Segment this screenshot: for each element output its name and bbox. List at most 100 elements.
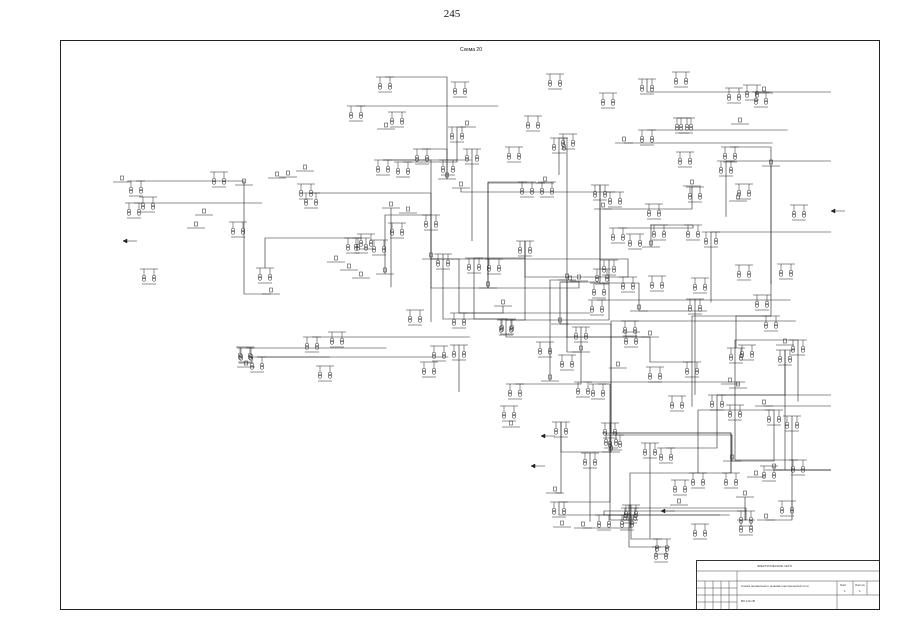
transformer-winding <box>449 132 455 138</box>
transformer-winding <box>599 305 605 311</box>
transformer-winding <box>619 523 625 528</box>
transformer-winding <box>617 443 623 448</box>
transformer-winding <box>387 85 393 90</box>
transformer-winding <box>569 360 575 366</box>
transformer-winding <box>620 285 626 290</box>
transformer-winding <box>748 528 754 533</box>
transformer-winding <box>663 555 669 560</box>
transformer-winding <box>610 233 616 239</box>
transformer-winding <box>677 160 683 165</box>
arrow-icon <box>660 508 666 514</box>
transformer-winding <box>525 121 531 127</box>
transformer-winding <box>547 82 553 87</box>
transformer-winding <box>600 101 606 106</box>
breaker <box>743 490 747 496</box>
transformer-winding <box>561 510 567 515</box>
transformer-winding <box>405 167 411 173</box>
wire <box>566 280 581 353</box>
transformer-winding <box>389 228 395 234</box>
transformer-winding <box>604 277 610 282</box>
transformer-winding <box>723 481 729 486</box>
wire <box>766 416 793 521</box>
transformer-winding <box>661 233 667 238</box>
transformer-winding <box>622 326 628 332</box>
drawing-sheet: Схема 20 ЭЛЕКТРИЧЕСКИЕ СЕТИ Сх <box>60 40 880 610</box>
transformer-winding <box>267 276 273 281</box>
transformer-winding <box>407 318 413 323</box>
transformer-winding <box>697 304 703 310</box>
transformer-winding <box>517 246 523 252</box>
transformer-winding <box>414 157 420 162</box>
transformer-winding <box>421 367 427 373</box>
transformer-winding <box>739 350 745 356</box>
transformer-winding <box>639 84 645 90</box>
transformer-winding <box>462 90 468 95</box>
transformer-winding <box>779 509 785 514</box>
transformer-winding <box>672 485 678 491</box>
transformer-winding <box>659 281 665 287</box>
transformer-winding <box>632 516 638 521</box>
transformer-winding <box>461 353 467 358</box>
transformer-winding <box>509 324 515 330</box>
transformer-winding <box>736 189 742 195</box>
transformer-winding <box>657 372 663 378</box>
transformer-winding <box>713 237 719 243</box>
transformer-winding <box>506 155 512 160</box>
transformer-winding <box>677 157 683 163</box>
breaker <box>783 338 787 344</box>
transformer-winding <box>613 438 619 444</box>
breaker <box>269 287 273 293</box>
transformer-winding <box>590 392 596 397</box>
breaker <box>429 252 433 258</box>
transformer-winding <box>622 513 628 519</box>
transformer-winding <box>664 547 670 552</box>
breaker <box>347 263 351 269</box>
transformer-winding <box>570 142 576 147</box>
breaker <box>202 208 206 214</box>
transformer-winding <box>445 262 451 267</box>
transformer-winding <box>761 474 767 479</box>
transformer-winding <box>647 375 653 380</box>
transformer-winding <box>732 152 738 158</box>
transformer-winding <box>247 352 253 358</box>
transformer-winding <box>709 403 715 408</box>
transformer-winding <box>771 471 777 477</box>
transformer-winding <box>736 93 742 99</box>
transformer-winding <box>136 208 142 214</box>
transformer-winding <box>363 246 369 251</box>
transformer-winding <box>602 431 608 436</box>
transformer-winding <box>694 370 700 375</box>
wire <box>599 282 640 311</box>
transformer-winding <box>606 520 612 526</box>
wire <box>506 260 610 321</box>
transformer-winding <box>713 240 719 245</box>
transformer-winding <box>151 274 157 280</box>
transformer-winding <box>583 335 589 340</box>
transformer-winding <box>501 411 507 417</box>
transformer-winding <box>657 375 663 380</box>
transformer-winding <box>385 165 391 171</box>
transformer-winding <box>763 100 769 105</box>
transformer-winding <box>690 481 696 486</box>
transformer-winding <box>653 552 659 558</box>
transformer-winding <box>547 347 553 353</box>
transformer-winding <box>431 354 437 359</box>
transformer-winding <box>440 165 446 171</box>
wire <box>603 510 746 515</box>
transformer-winding <box>779 506 785 512</box>
breaker <box>406 206 410 212</box>
transformer-winding <box>462 87 468 93</box>
transformer-winding <box>642 448 648 454</box>
transformer-winding <box>551 143 557 149</box>
transformer-winding <box>649 138 655 143</box>
transformer-winding <box>607 197 613 203</box>
transformer-winding <box>589 308 595 313</box>
transformer-winding <box>387 82 393 88</box>
wire <box>666 395 718 449</box>
wire <box>243 185 271 295</box>
transformer-winding <box>778 272 784 277</box>
wire <box>570 185 601 283</box>
transformer-winding <box>440 168 446 173</box>
transformer-winding <box>141 277 147 282</box>
transformer-winding <box>639 135 645 141</box>
